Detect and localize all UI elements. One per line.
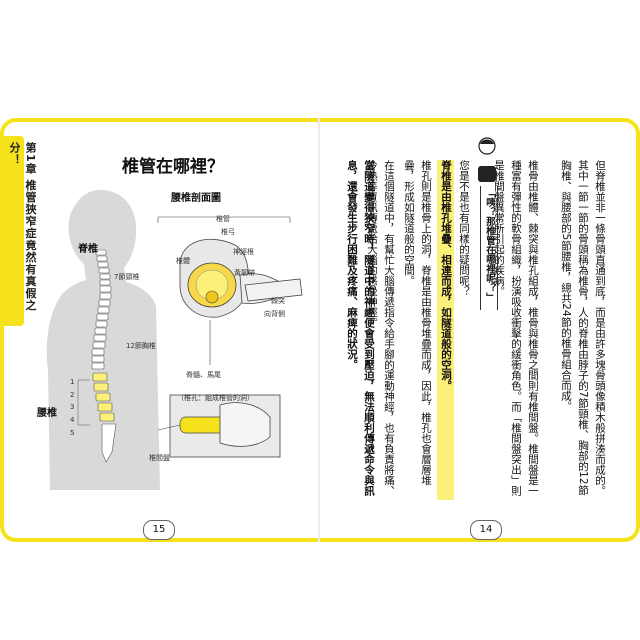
label-vertebral-body: 椎體: [176, 257, 190, 265]
label-thoracic: 12節胸椎: [126, 342, 156, 350]
person-icon: [478, 137, 496, 155]
paragraph-2: 椎骨由椎體、棘突與椎孔組成，椎骨與椎骨之間則有椎間盤。椎間盤是一種富有彈性的軟骨…: [493, 160, 539, 496]
label-posterior: 向背側: [264, 310, 285, 318]
lumbar-number: 5: [70, 429, 75, 437]
label-foramen-caption: （椎孔：組成椎管的洞）: [177, 394, 254, 402]
label-vertebral-arch: 椎弓: [221, 228, 235, 236]
lumbar-number: 4: [70, 416, 75, 424]
spine-illustration: [46, 190, 160, 490]
label-cauda: 脊髓、馬尾: [186, 371, 221, 379]
lumbar-number: 1: [70, 378, 75, 386]
lumbar-number: 3: [70, 403, 75, 411]
chapter-tab-label: 第1章 椎管狹窄症竟然有真假之分！: [8, 142, 37, 312]
label-yellow-ligament: 黃韌帶: [234, 269, 255, 277]
label-nerve-root: 神經根: [233, 248, 254, 256]
tip-question: 「咦？那椎管在哪裡呢？」: [480, 186, 498, 310]
label-lumbar: 腰椎: [37, 408, 57, 419]
label-cervical: 7節頸椎: [114, 273, 140, 281]
lumbar-number: 2: [70, 391, 75, 399]
label-spine: 脊椎: [78, 244, 98, 255]
paragraph-4-highlight: 當隧道變得狹窄時，隧道中的神經便會受到壓迫，無法順利傳遞命令與訊息，還會發生步行…: [346, 160, 375, 496]
chapter-tab: 第1章 椎管狹窄症竟然有真假之分！: [4, 136, 37, 326]
paragraph-3b-highlight: 脊椎是由椎孔堆疊、相連而成，如隧道般的空洞。: [437, 160, 454, 500]
tip-icon: [478, 166, 496, 182]
paragraph-4: 在這個隧道中，有幫忙大腦傳遞指令給手腳的運動神經，也有負責將痛、冷熱等資訊傳遞給…: [366, 160, 395, 496]
page-number-left: 15: [143, 520, 175, 540]
paragraph-3a: 您是不是也有同樣的疑問呢？: [458, 160, 470, 297]
vertebra-cross-section: [157, 216, 303, 458]
label-spinous-process: 棘突: [271, 297, 285, 305]
book-gutter: [318, 118, 320, 542]
label-spinal-canal: 椎管: [216, 215, 230, 223]
label-disc: 椎間盤: [149, 454, 170, 462]
paragraph-3c: 椎孔則是椎骨上的洞，脊椎是由椎骨堆疊而成，因此，椎孔也會層層堆疊，形成如隧道般的…: [403, 160, 432, 486]
page-title: 椎管在哪裡？: [122, 157, 224, 177]
page-number-right: 14: [470, 520, 502, 540]
paragraph-1: 但脊椎並非一條骨頭直通到底，而是由許多塊骨頭像積木般拼湊而成的。其中一節一節的骨…: [560, 160, 606, 496]
figure-title: 腰椎剖面圖: [171, 193, 221, 204]
